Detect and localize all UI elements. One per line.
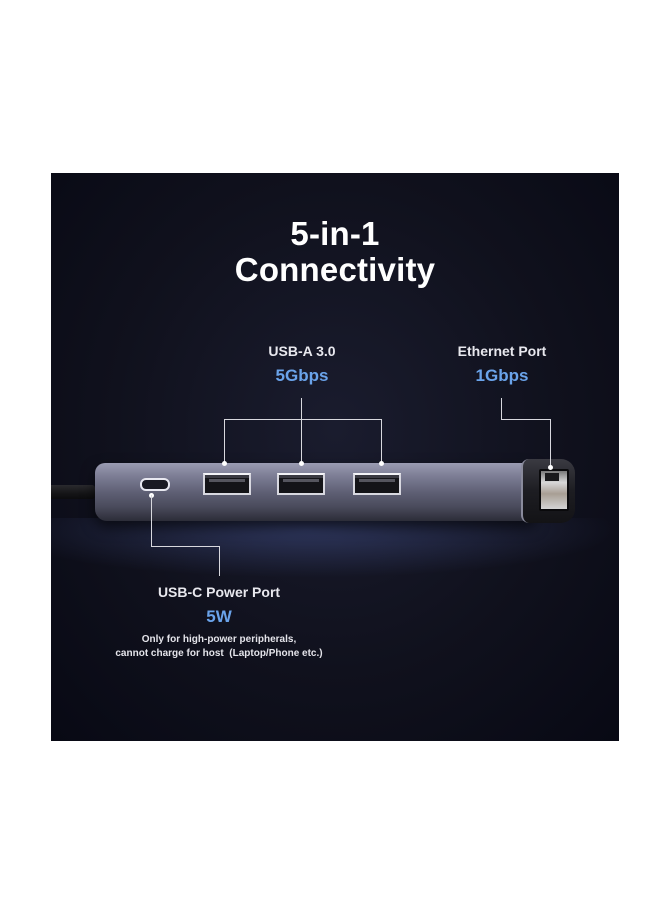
usb-a-label: USB-A 3.0 — [268, 343, 336, 359]
usb-c-connector-rise — [219, 546, 220, 576]
usb-a-connector-bar — [224, 419, 381, 420]
usb-a-dot-3 — [379, 461, 384, 466]
usb-c-port — [140, 478, 170, 491]
surface-reflection — [51, 518, 619, 578]
product-feature-panel: 5-in-1 Connectivity USB-A 3.0 5Gbps Ethe… — [51, 173, 619, 741]
usb-a-dot-2 — [299, 461, 304, 466]
ethernet-connector-drop — [550, 419, 551, 467]
usb-c-label: USB-C Power Port — [157, 584, 281, 600]
usb-a-dot-1 — [222, 461, 227, 466]
usb-a-speed: 5Gbps — [275, 366, 329, 385]
usb-c-note-line-1: Only for high-power peripherals, — [141, 634, 297, 645]
headline-line-2: Connectivity — [234, 251, 436, 288]
usb-a-port-1 — [203, 473, 251, 495]
usb-c-power: 5W — [206, 607, 232, 626]
hub-cable — [51, 485, 95, 499]
ethernet-connector-bar — [501, 419, 550, 420]
usb-c-connector-bar — [151, 546, 219, 547]
usb-a-connector-right — [381, 419, 382, 463]
headline-line-1: 5-in-1 — [290, 215, 380, 252]
ethernet-port — [539, 469, 569, 511]
usb-a-connector-left — [224, 419, 225, 463]
ethernet-dot — [548, 465, 553, 470]
ethernet-speed: 1Gbps — [475, 366, 529, 385]
usb-c-connector-stem — [151, 495, 152, 546]
usb-a-port-2 — [277, 473, 325, 495]
usb-c-note-line-2: cannot charge for host (Laptop/Phone etc… — [115, 648, 323, 659]
usb-a-port-3 — [353, 473, 401, 495]
ethernet-connector-stem — [501, 398, 502, 420]
usb-a-connector-stem — [301, 398, 302, 461]
ethernet-label: Ethernet Port — [457, 343, 547, 359]
